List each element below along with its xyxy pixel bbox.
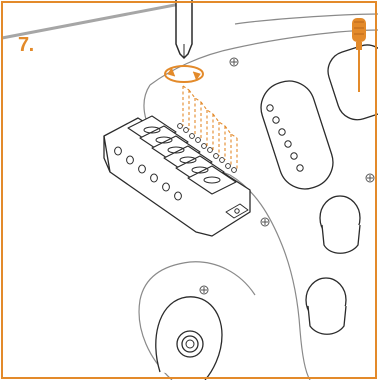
tone-knob <box>306 278 346 334</box>
bridge-assembly <box>104 116 250 236</box>
neck-edge-stripe <box>2 4 180 38</box>
output-jack <box>156 297 222 380</box>
rotate-arrow-icon <box>165 66 203 82</box>
screwdriver-icon <box>176 0 192 58</box>
neck-pickup <box>323 40 378 125</box>
middle-pickup <box>254 74 339 195</box>
volume-knob <box>320 196 360 253</box>
step-number: 7. <box>18 34 34 57</box>
